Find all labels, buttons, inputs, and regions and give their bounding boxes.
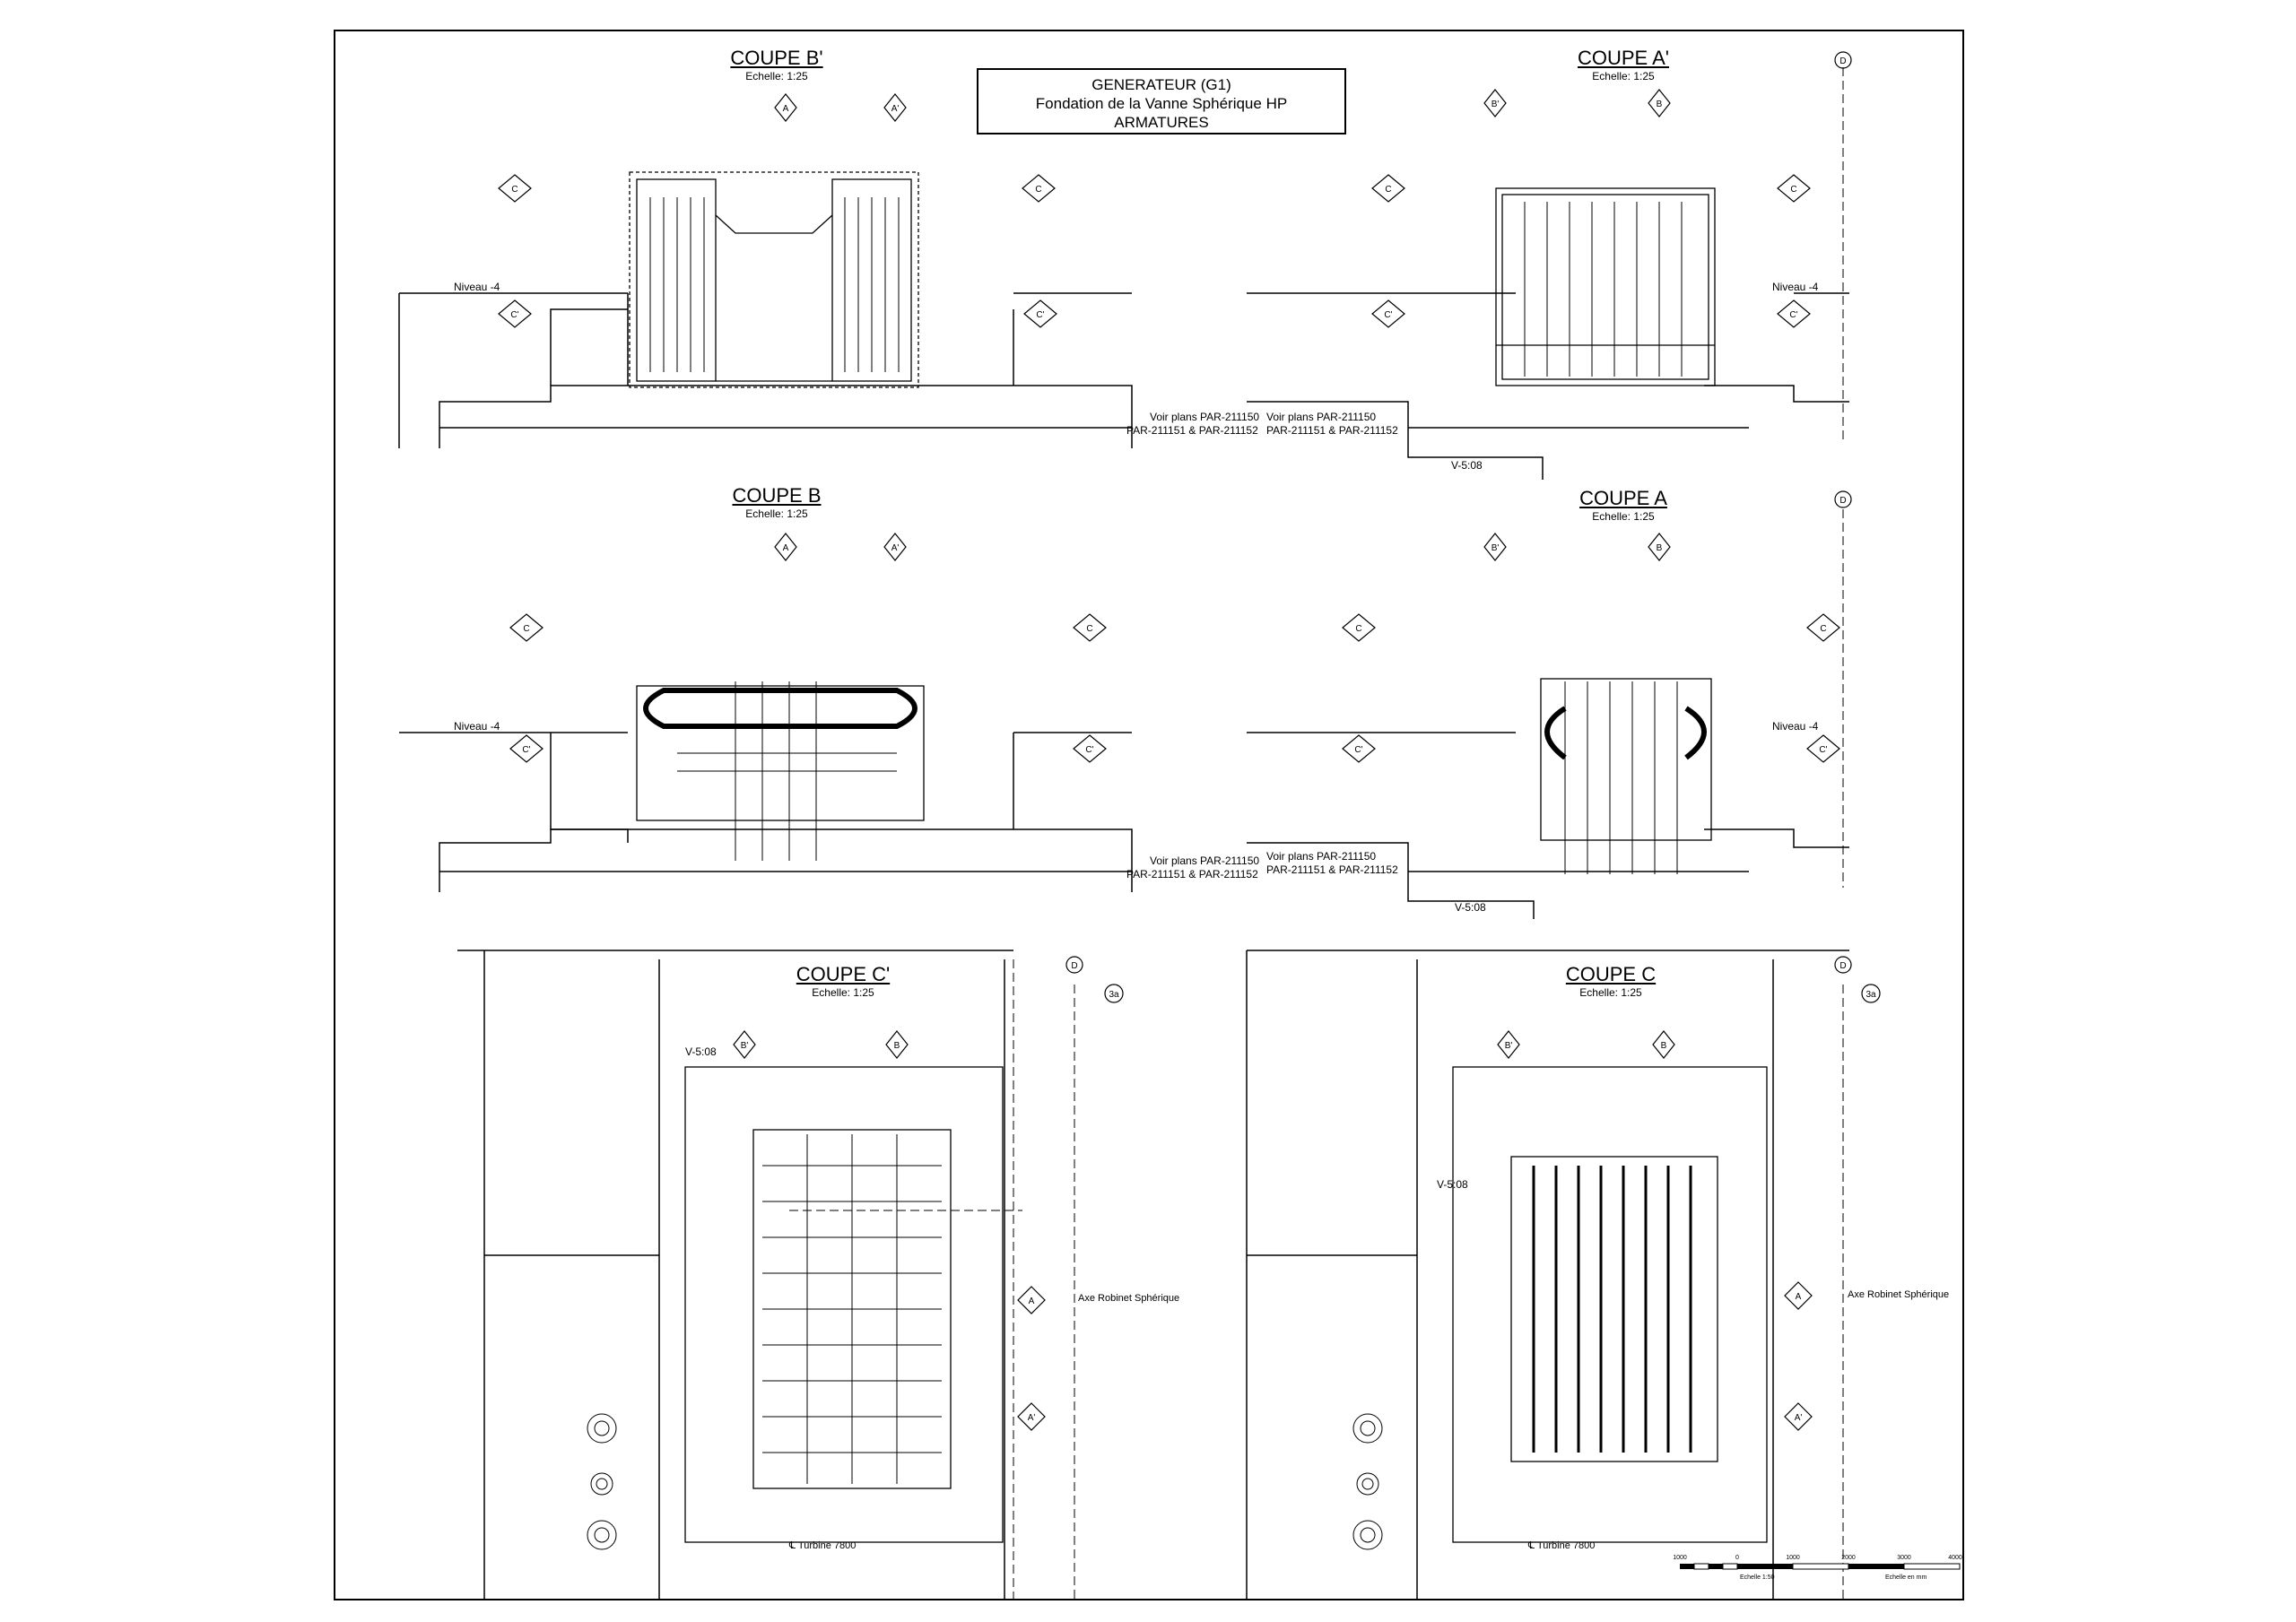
section-mark-a-prime-1: A' bbox=[891, 104, 900, 114]
v508-label-2: V-5:08 bbox=[1455, 901, 1486, 914]
grid-mark-d-1: D bbox=[1839, 56, 1846, 66]
section-mark-c-prime-1: C' bbox=[510, 310, 518, 320]
section-mark-a-1: A bbox=[783, 104, 789, 114]
drawing-frame bbox=[334, 30, 1964, 1600]
section-mark-b-prime-4: B' bbox=[1505, 1041, 1513, 1051]
grid-mark-d-2: D bbox=[1839, 496, 1846, 506]
scale-label-right: Echelle en mm bbox=[1885, 1574, 1926, 1581]
title-line-1: GENERATEUR (G1) bbox=[1091, 76, 1231, 93]
section-mark-c-prime-4: C' bbox=[1789, 310, 1797, 320]
reference-note-4a: Voir plans PAR-211150 bbox=[1266, 850, 1377, 863]
section-mark-a-prime-4: A' bbox=[1795, 1413, 1803, 1423]
v508-label-1: V-5:08 bbox=[1451, 459, 1483, 472]
turbine-label-2: ℄ Turbine 7800 bbox=[1528, 1540, 1596, 1551]
section-mark-c-7: C bbox=[1355, 624, 1361, 634]
section-mark-c-prime-8: C' bbox=[1819, 745, 1827, 755]
section-mark-c-5: C bbox=[523, 624, 529, 634]
niveau-label-coupe-a-prime: Niveau -4 bbox=[1772, 281, 1819, 293]
section-mark-b-4: B bbox=[1661, 1041, 1667, 1051]
section-mark-c-2: C bbox=[1035, 185, 1041, 195]
section-mark-c-prime-3: C' bbox=[1384, 310, 1392, 320]
section-mark-a-4: A bbox=[1796, 1292, 1802, 1302]
section-title-coupe-b-prime: COUPE B' Echelle: 1:25 bbox=[730, 47, 823, 82]
section-title-coupe-a: COUPE A Echelle: 1:25 bbox=[1579, 487, 1667, 523]
section-mark-b-1: B bbox=[1657, 100, 1663, 109]
title-line-2: Fondation de la Vanne Sphérique HP bbox=[1035, 95, 1288, 112]
title-line-3: ARMATURES bbox=[1114, 114, 1209, 131]
scale-tick-2: 1000 bbox=[1786, 1555, 1800, 1561]
scale-tick-3: 2000 bbox=[1841, 1555, 1856, 1561]
reference-note-2b: PAR-211151 & PAR-211152 bbox=[1266, 424, 1398, 437]
section-mark-c-8: C bbox=[1820, 624, 1826, 634]
reference-note-4b: PAR-211151 & PAR-211152 bbox=[1266, 863, 1398, 876]
reference-note-2a: Voir plans PAR-211150 bbox=[1266, 411, 1377, 423]
scale-label-left: Echelle 1:50 bbox=[1740, 1574, 1775, 1581]
turbine-label-1: ℄ Turbine 7800 bbox=[789, 1540, 857, 1551]
section-mark-c-3: C bbox=[1385, 185, 1391, 195]
section-mark-b-2: B bbox=[1657, 543, 1663, 553]
scale-bar: 1000 0 1000 2000 3000 4000 Echelle 1:50 … bbox=[1673, 1555, 1962, 1581]
scale-tick-5: 4000 bbox=[1948, 1555, 1962, 1561]
section-mark-a-prime-2: A' bbox=[891, 543, 900, 553]
section-mark-c-prime-6: C' bbox=[1085, 745, 1093, 755]
niveau-label-coupe-b-prime: Niveau -4 bbox=[454, 281, 500, 293]
title-block: GENERATEUR (G1) Fondation de la Vanne Sp… bbox=[977, 68, 1346, 134]
scale-tick-0: 1000 bbox=[1673, 1555, 1687, 1561]
section-mark-b-prime-1: B' bbox=[1492, 100, 1500, 109]
section-mark-a-2: A bbox=[783, 543, 789, 553]
section-mark-c-4: C bbox=[1790, 185, 1796, 195]
section-title-coupe-c-prime: COUPE C' Echelle: 1:25 bbox=[796, 963, 891, 999]
reference-note-1a: Voir plans PAR-211150 bbox=[1150, 411, 1260, 423]
section-mark-c-prime-5: C' bbox=[522, 745, 530, 755]
section-mark-c-prime-7: C' bbox=[1354, 745, 1362, 755]
section-mark-a-3: A bbox=[1029, 1297, 1035, 1306]
scale-tick-1: 0 bbox=[1735, 1555, 1739, 1561]
section-mark-c-6: C bbox=[1086, 624, 1092, 634]
axis-label-2: Axe Robinet Sphérique bbox=[1848, 1289, 1950, 1300]
grid-mark-3a-2: 3a bbox=[1866, 990, 1876, 1000]
section-mark-b-prime-2: B' bbox=[1492, 543, 1500, 553]
scale-tick-4: 3000 bbox=[1897, 1555, 1911, 1561]
section-mark-c-prime-2: C' bbox=[1036, 310, 1044, 320]
section-title-coupe-a-prime: COUPE A' Echelle: 1:25 bbox=[1577, 47, 1669, 82]
section-mark-c-1: C bbox=[511, 185, 517, 195]
reference-note-3a: Voir plans PAR-211150 bbox=[1150, 854, 1260, 867]
section-mark-a-prime-3: A' bbox=[1028, 1413, 1036, 1423]
section-title-coupe-b: COUPE B Echelle: 1:25 bbox=[732, 484, 822, 520]
reference-note-3b: PAR-211151 & PAR-211152 bbox=[1126, 868, 1258, 880]
grid-mark-d-3: D bbox=[1071, 961, 1077, 971]
section-mark-b-3: B bbox=[894, 1041, 900, 1051]
axis-label-1: Axe Robinet Sphérique bbox=[1078, 1293, 1180, 1304]
reference-note-1b: PAR-211151 & PAR-211152 bbox=[1126, 424, 1258, 437]
niveau-label-coupe-b: Niveau -4 bbox=[454, 720, 500, 733]
v508-label-3: V-5:08 bbox=[685, 1045, 717, 1058]
grid-mark-3a-1: 3a bbox=[1109, 990, 1119, 1000]
section-mark-b-prime-3: B' bbox=[741, 1041, 749, 1051]
section-title-coupe-c: COUPE C Echelle: 1:25 bbox=[1565, 963, 1657, 999]
grid-mark-d-4: D bbox=[1839, 961, 1846, 971]
niveau-label-coupe-a: Niveau -4 bbox=[1772, 720, 1819, 733]
